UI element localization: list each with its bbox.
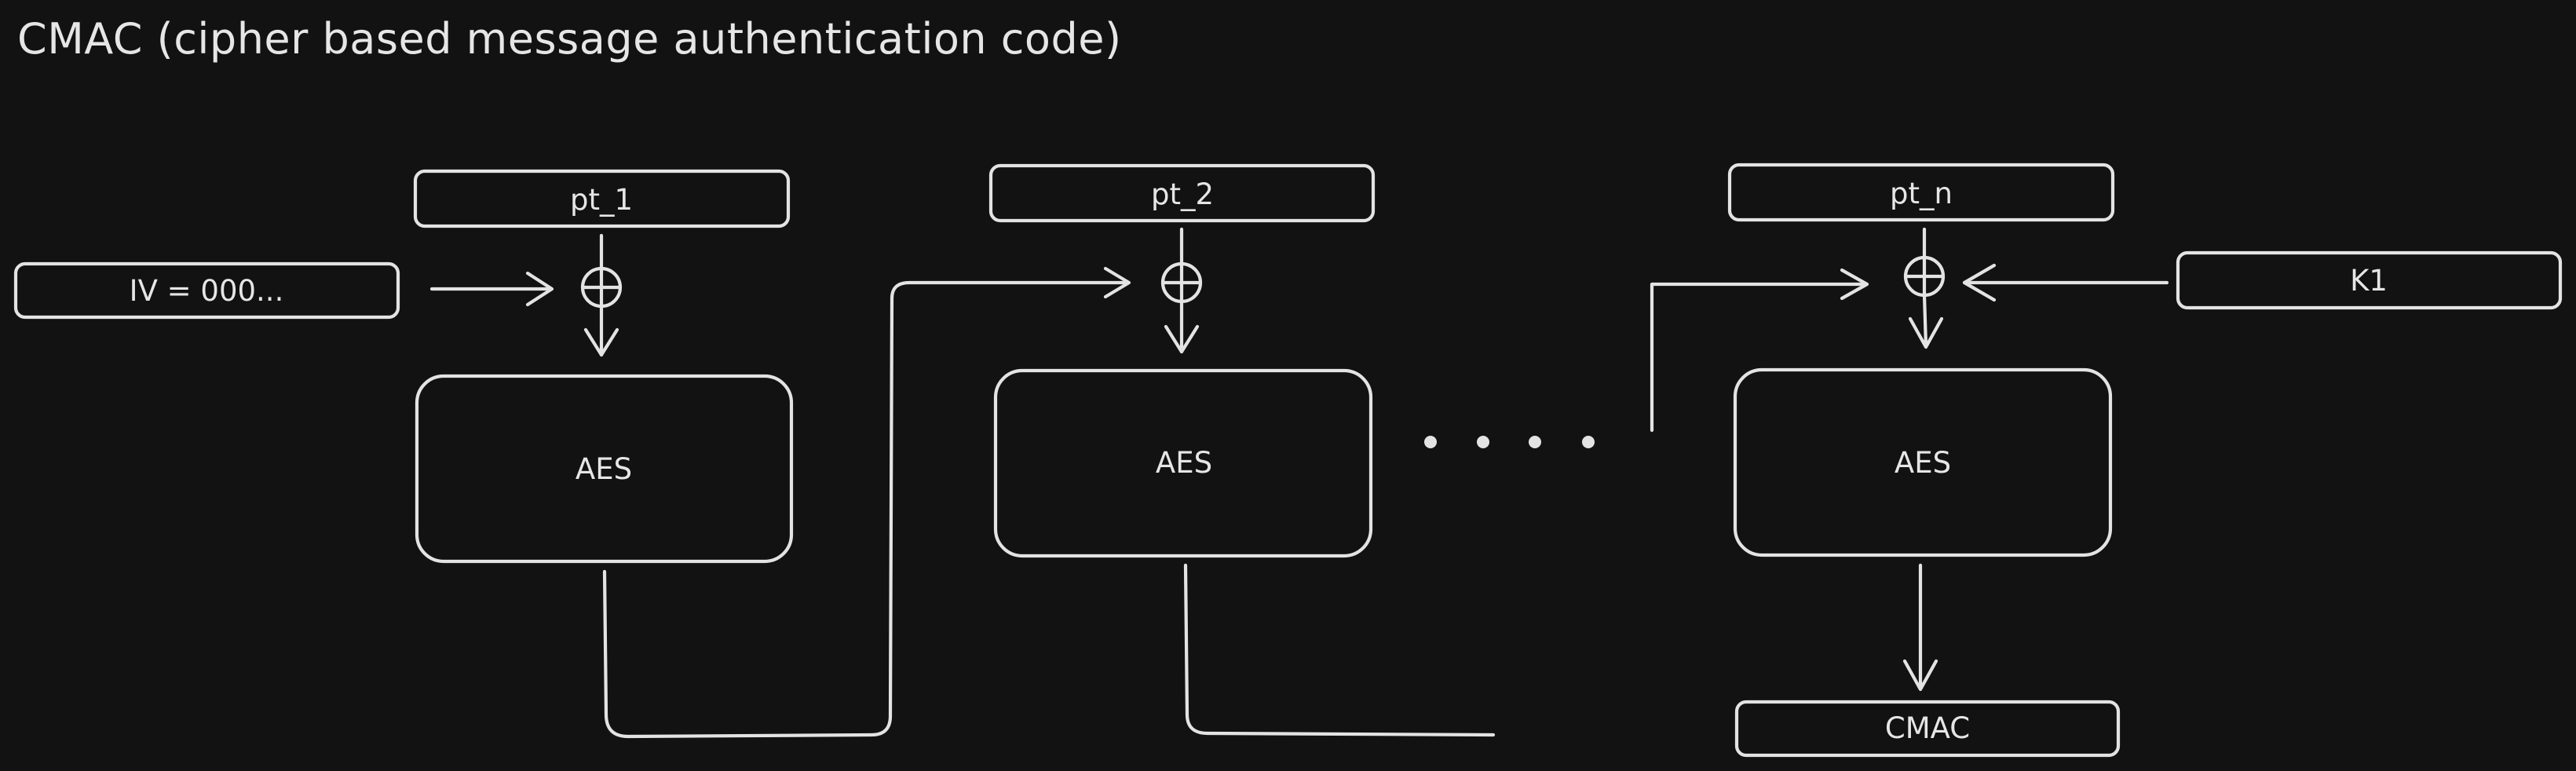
plaintext-label-n: pt_n: [1890, 177, 1953, 210]
plaintext-label-1: pt_1: [570, 183, 633, 217]
xor-icon-1: [580, 266, 623, 309]
chain-line-into-n: [1650, 282, 1868, 433]
ellipsis-dots: [1424, 436, 1595, 448]
block-2: pt_2 AES: [988, 163, 1376, 558]
xor2-arrowhead: [1164, 324, 1200, 354]
plaintext-label-2: pt_2: [1151, 177, 1214, 211]
block-n: pt_n AES: [1727, 163, 2115, 557]
aes-box-1: [415, 374, 794, 564]
key-label: K1: [2350, 264, 2388, 298]
block-1: pt_1 AES: [413, 169, 794, 564]
plaintext-box-1: [413, 169, 791, 228]
iv-label: IV = 000...: [130, 274, 284, 308]
aes-box-2: [993, 368, 1373, 558]
aes-box-n: [1733, 367, 2113, 557]
xor1-arrowhead: [583, 327, 619, 357]
chain-arrowhead-2: [1103, 266, 1131, 299]
aes-label-2: AES: [1156, 446, 1212, 480]
aes-label-1: AES: [575, 452, 632, 486]
xor-icon-2: [1160, 261, 1203, 304]
iv-box: IV = 000...: [13, 261, 400, 320]
diagram-title: CMAC (cipher based message authenticatio…: [17, 14, 1122, 64]
output-arrowhead: [1902, 659, 1938, 692]
chain-line-1-to-2: [602, 280, 1130, 739]
iv-arrowhead: [525, 271, 554, 307]
aes-label-n: AES: [1895, 446, 1951, 480]
xor-icon-n: [1903, 255, 1946, 298]
key-box: K1: [2176, 250, 2563, 310]
plaintext-box-2: [988, 163, 1376, 223]
output-label: CMAC: [1885, 711, 1970, 745]
chain-arrowhead-n: [1840, 268, 1869, 301]
key-arrowhead: [1962, 263, 1997, 302]
xorn-to-aes-arrow: [1922, 293, 1928, 348]
chain-line-2-out: [1183, 563, 1496, 737]
xorn-arrowhead: [1908, 316, 1944, 349]
plaintext-box-n: [1727, 163, 2115, 222]
output-box: CMAC: [1734, 700, 2121, 758]
